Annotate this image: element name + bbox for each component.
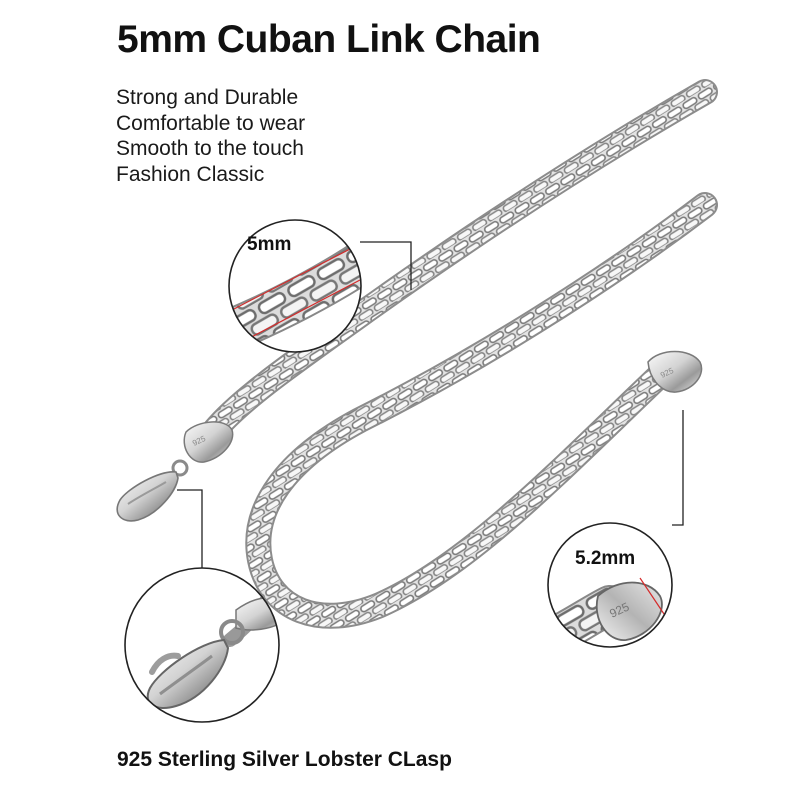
pointer-lines <box>177 241 684 580</box>
tag-width-label: 5.2mm <box>575 548 636 569</box>
feature-item: Smooth to the touch <box>116 137 304 160</box>
feature-item: Strong and Durable <box>116 86 299 109</box>
zoom-circle-clasp <box>124 567 280 723</box>
chain-strand-upper <box>202 79 718 443</box>
product-title: 5mm Cuban Link Chain <box>117 18 541 61</box>
feature-item: Comfortable to wear <box>116 111 306 135</box>
feature-list: Strong and Durable Comfortable to wear S… <box>116 85 305 187</box>
chain-strand-lower <box>245 192 718 629</box>
link-width-label: 5mm <box>247 234 292 255</box>
end-tag: 925 <box>647 350 703 393</box>
clasp-caption: 925 Sterling Silver Lobster CLasp <box>117 748 452 771</box>
feature-item: Fashion Classic <box>116 162 265 186</box>
zoom-circle-tag-width: 925 <box>547 522 673 648</box>
clasp-assembly: 925 <box>116 421 234 522</box>
